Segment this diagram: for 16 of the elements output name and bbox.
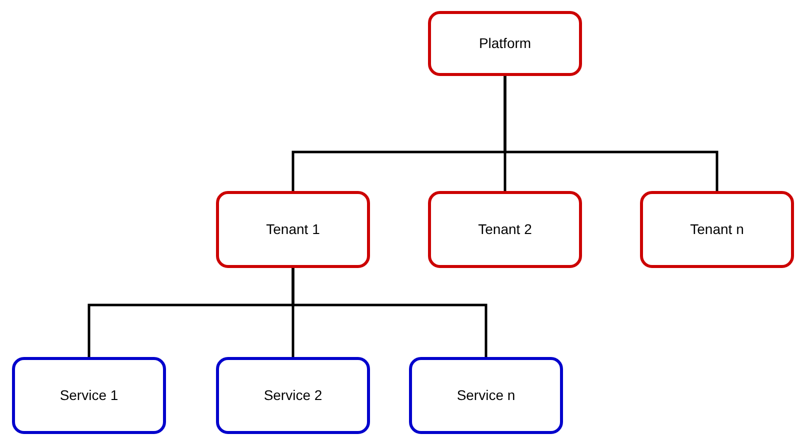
node-box xyxy=(12,357,166,434)
node-label: Service 2 xyxy=(264,386,322,405)
connector-line xyxy=(504,76,718,191)
connector-line xyxy=(292,268,488,357)
node-label: Tenant 2 xyxy=(478,220,532,239)
node-box xyxy=(216,357,370,434)
node-label: Platform xyxy=(478,34,532,53)
node-label: Tenant n xyxy=(690,220,744,239)
node-label: Service n xyxy=(456,386,516,405)
node-box xyxy=(428,11,582,76)
node-label: Service 1 xyxy=(60,386,118,405)
node-box xyxy=(409,357,563,434)
node-box xyxy=(640,191,794,268)
node-label: Tenant 1 xyxy=(266,220,320,239)
node-box xyxy=(216,191,370,268)
node-box xyxy=(428,191,582,268)
